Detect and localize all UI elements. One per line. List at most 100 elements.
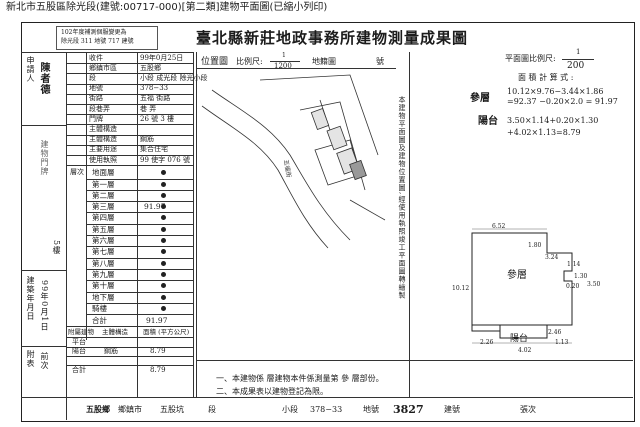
- building-plan: [471, 228, 573, 344]
- record-row-rule: [66, 165, 193, 167]
- record-row-label: 使用執照: [89, 155, 117, 164]
- floor-area-line-2: =92.37 −0.20×2.0 = 91.97: [507, 97, 618, 106]
- remark-label: 附表: [26, 350, 35, 368]
- footer-sec: 五股坑: [160, 405, 184, 414]
- floor-row-bullet: [161, 305, 166, 311]
- plan-scale-label: 平面圖比例尺:: [505, 54, 556, 63]
- floor-row-rule: [86, 257, 193, 259]
- floor-row-rule: [86, 314, 193, 316]
- acc-head-name: 附屬建物: [68, 328, 94, 337]
- record-row-rule: [66, 124, 193, 126]
- record-row-value: 鋼筋: [140, 135, 154, 144]
- record-row-label: 段巷弄: [89, 104, 110, 113]
- record-row-value: 26 號 3 樓: [140, 114, 175, 123]
- floor-row-name: 第三層: [92, 202, 115, 212]
- location-header-rule: [196, 68, 396, 69]
- applicant-name: 陳者德: [38, 62, 49, 95]
- left-strip-divider: [66, 52, 67, 420]
- floor-row-name: 地面層: [92, 168, 115, 178]
- dim-3-50: 3.50: [587, 281, 601, 288]
- floor-row-name: 騎樓: [92, 303, 107, 313]
- footer-building-no: 3827: [393, 403, 424, 416]
- dim-6-52: 6.52: [492, 223, 506, 230]
- accessory-top-rule: [66, 326, 193, 328]
- acc-row-name: 陽台: [72, 347, 86, 355]
- record-row-rule: [66, 144, 193, 146]
- stamp-line-2: 除光段 311 地號 717 建號: [61, 38, 134, 45]
- footer-parcel-label: 地號: [363, 405, 379, 414]
- cadastral-sheet-label: 地籍圖: [312, 57, 336, 66]
- floor-row-name: 地下層: [92, 292, 115, 302]
- notes-top-rule: [196, 360, 633, 361]
- floor-row-name: 第九層: [92, 269, 115, 279]
- street-curve-2: [201, 105, 329, 249]
- record-row-label: 門牌: [89, 114, 103, 123]
- stair-note: 5樓: [52, 240, 61, 256]
- street-label: 五福街: [282, 159, 293, 178]
- balcony-area-line-2: +4.02×1.13=8.79: [507, 128, 581, 137]
- location-title: 位置圖: [201, 57, 229, 67]
- address-hint: 建物門牌: [40, 140, 49, 176]
- building-block-1: [310, 107, 330, 131]
- applicant-label: 申請人: [26, 56, 35, 83]
- dim-1-13: 1.13: [555, 339, 569, 346]
- acc-row-name: 平台: [72, 337, 86, 346]
- floor-row-name: 第八層: [92, 258, 115, 268]
- location-map: 五福街: [201, 74, 386, 249]
- accessory-row-rule: [66, 346, 193, 348]
- record-row-label: 段: [89, 73, 96, 82]
- building-block-2: [326, 125, 348, 151]
- record-row-rule: [66, 83, 193, 85]
- balcony-area-label: 陽台: [478, 116, 498, 127]
- note-1: 一、本建物係 層建物本件係測量第 參 層部份。: [216, 374, 384, 383]
- footer-town: 五股鄉: [86, 404, 110, 414]
- floor-row-rule: [86, 291, 193, 293]
- area-calc-title: 面 積 計 算 式 :: [518, 73, 574, 82]
- footer-subsec-label: 小段: [282, 405, 298, 414]
- record-row-value: 378−33: [140, 84, 169, 93]
- acc-row-name: 合計: [72, 365, 86, 374]
- balcony-notch: [471, 325, 500, 332]
- floor-row-name: 第十層: [92, 281, 115, 291]
- plan-scale-den: 200: [567, 61, 585, 71]
- location-scale-label: 比例尺:: [236, 57, 263, 66]
- record-row-value: 99年0月25日: [140, 53, 184, 62]
- location-scale-bar: [270, 61, 300, 62]
- footer-rule: [21, 397, 633, 398]
- floor-row-bullet: [161, 215, 166, 221]
- plan-note-vertical: 本建物平面圖及建物位置圖,經使用執照竣工平面圖轉繪製: [398, 96, 406, 300]
- target-building: [349, 159, 367, 181]
- plan-balcony-label: 陽台: [510, 334, 529, 344]
- footer-page-label: 張次: [520, 405, 536, 414]
- accessory-row-rule: [66, 365, 193, 367]
- left-strip-rule-3: [21, 346, 66, 347]
- total-value: 91.97: [146, 316, 168, 326]
- floor-col-head: 層次: [70, 168, 84, 177]
- floor-row-name: 第七層: [92, 247, 115, 257]
- record-row-rule: [66, 134, 193, 136]
- floor-row-bullet: [161, 283, 166, 289]
- acc-row-area: 8.79: [150, 365, 166, 374]
- lot-line-1: [259, 74, 379, 156]
- floor-row-name: 第四層: [92, 213, 115, 223]
- accessory-row-rule: [66, 355, 193, 357]
- record-row-value: 99 使字 076 號: [140, 155, 190, 164]
- acc-row-area: 8.79: [150, 347, 166, 355]
- footer-town-label: 鄉鎮市: [118, 405, 142, 414]
- location-scale-den: 1200: [274, 62, 292, 70]
- floor-row-bullet: [161, 249, 166, 255]
- table-right-border: [193, 52, 194, 397]
- record-row-rule: [66, 73, 193, 75]
- dim-3-24: 3.24: [545, 254, 559, 261]
- document-frame: [21, 22, 635, 422]
- dim-1-30: 1.30: [574, 273, 588, 280]
- note-2: 二、本成果表以建物登記為限。: [216, 387, 328, 396]
- record-row-label: 地號: [89, 84, 103, 93]
- floor-row-bullet: [161, 238, 166, 243]
- total-label: 合計: [92, 316, 107, 326]
- floor-row-rule: [86, 178, 193, 180]
- sheet-no-label: 號: [376, 57, 384, 66]
- dim-0-20: 0.20: [566, 283, 580, 290]
- balcony-area-line-1: 3.50×1.14+0.20×1.30: [507, 116, 599, 125]
- record-row-value: 巷 弄: [140, 104, 157, 113]
